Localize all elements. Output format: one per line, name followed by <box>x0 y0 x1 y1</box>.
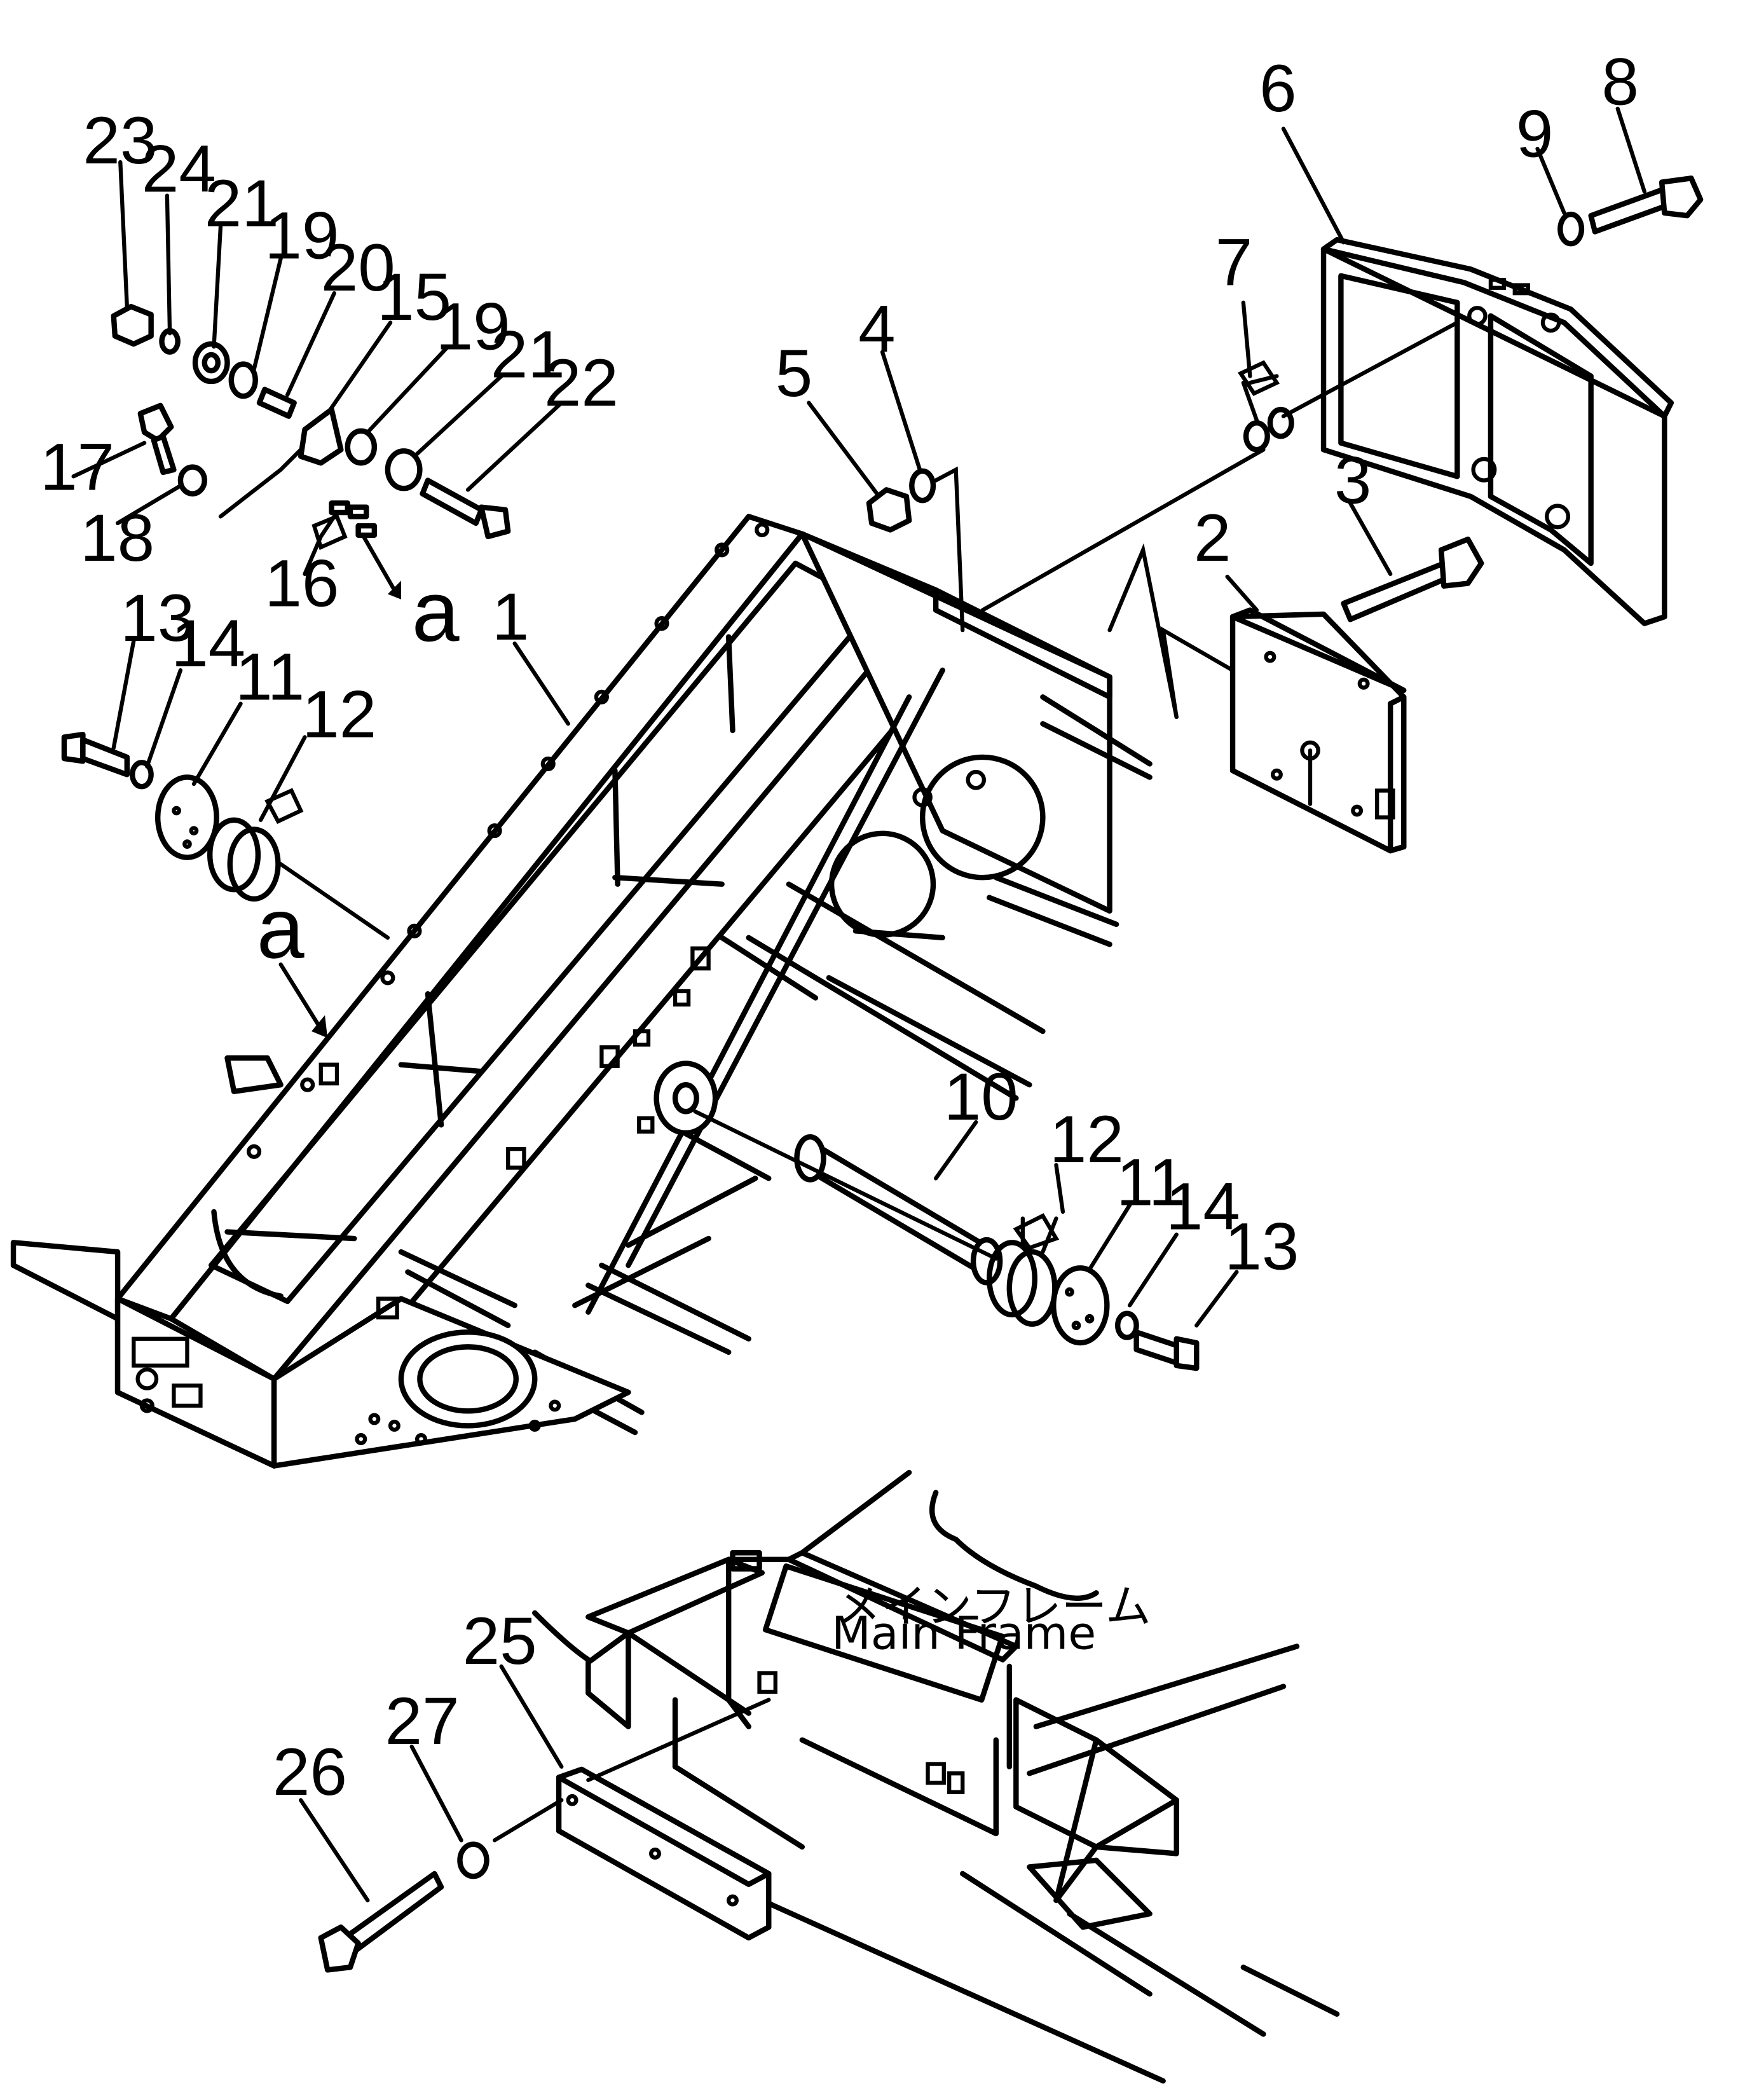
callout-22: 22 <box>544 346 619 420</box>
callout-20: 20 <box>321 231 395 305</box>
pin-part-20 <box>256 387 297 419</box>
washer-part-14-left <box>129 760 154 790</box>
detail-ref-a-frame: a <box>257 880 304 976</box>
shim-bracket-12-left <box>264 788 304 825</box>
shim-bracket-7 <box>1238 360 1280 396</box>
bolt-part-13-left <box>61 731 130 778</box>
plate-part-11-left <box>154 774 219 860</box>
callout-26: 26 <box>273 1735 347 1809</box>
callout-25: 25 <box>463 1604 537 1678</box>
bracket-part-15 <box>298 406 344 466</box>
bolt-part-8 <box>1588 175 1704 235</box>
callout-10: 10 <box>944 1060 1018 1134</box>
callout-labels: 1 2 3 4 5 6 7 8 9 10 11 11 12 12 13 13 1… <box>40 45 1639 1809</box>
bolt-part-26 <box>318 1870 444 1973</box>
washer-part-4 <box>909 468 936 504</box>
counterweight-part-6 <box>1320 237 1674 626</box>
callout-16: 16 <box>264 546 339 621</box>
leader-lines <box>71 106 1646 1903</box>
callout-27: 27 <box>385 1684 460 1759</box>
callout-1: 1 <box>492 580 529 654</box>
bushing-part-21-left <box>192 341 230 385</box>
callout-7: 7 <box>1215 226 1252 300</box>
callout-6: 6 <box>1259 51 1296 126</box>
callout-9: 9 <box>1516 97 1553 172</box>
nut-part-23 <box>111 303 154 347</box>
detail-arrow-a-top <box>361 534 401 600</box>
bolt-part-17 <box>137 402 177 476</box>
plate-part-2 <box>1229 607 1407 854</box>
callout-11-right: 11 <box>1116 1145 1186 1219</box>
callout-19-right: 19 <box>436 289 510 364</box>
plate-part-11-right <box>1051 1265 1110 1346</box>
callout-14-right: 14 <box>1166 1169 1240 1244</box>
callout-17: 17 <box>40 430 114 504</box>
callout-15: 15 <box>377 260 451 334</box>
washer-part-27 <box>457 1841 489 1879</box>
callout-8: 8 <box>1601 45 1638 120</box>
shim-part-12-left <box>207 817 281 902</box>
washer-part-9 <box>1557 211 1585 247</box>
callout-24: 24 <box>142 132 216 206</box>
washers-part-7 <box>1243 406 1294 453</box>
callout-23: 23 <box>83 104 157 178</box>
callout-3: 3 <box>1334 443 1371 518</box>
clip-part-16 <box>329 500 378 539</box>
bushing-part-21-right <box>385 448 423 491</box>
washer-part-14-right <box>1114 1310 1139 1340</box>
callout-19-left: 19 <box>264 198 339 273</box>
bolt-part-3 <box>1341 536 1484 622</box>
callout-2: 2 <box>1194 501 1231 575</box>
callout-4: 4 <box>858 292 895 367</box>
callout-18: 18 <box>80 501 154 575</box>
callout-13-right: 13 <box>1224 1209 1299 1284</box>
callout-12-left: 12 <box>302 677 376 751</box>
callout-5: 5 <box>776 336 812 411</box>
callout-21-left: 21 <box>205 167 279 241</box>
collar-part-19-left <box>228 361 258 399</box>
main-frame-part-1 <box>10 514 1153 1469</box>
shim-bracket-16 <box>311 514 348 551</box>
callout-14-left: 14 <box>171 607 245 681</box>
callout-21-right: 21 <box>491 318 565 392</box>
frame-label-jp: メインフレーム <box>835 1581 1151 1633</box>
bolt-part-13-right <box>1133 1329 1200 1371</box>
bolt-part-22 <box>420 477 511 540</box>
detail-arrow-a-frame <box>278 962 328 1038</box>
nut-part-5 <box>866 487 912 533</box>
callout-11-left: 11 <box>235 640 304 714</box>
collar-part-19-right <box>345 428 378 466</box>
main-frame-bottom-view <box>532 1469 1340 2084</box>
plate-part-25 <box>556 1766 772 1941</box>
shim-bracket-12-right <box>1013 1213 1060 1251</box>
detail-ref-a-top: a <box>412 563 460 659</box>
callout-13-left: 13 <box>120 581 195 655</box>
washer-part-18 <box>177 464 207 497</box>
callout-12-right: 12 <box>1050 1102 1124 1177</box>
frame-label-en: Main Frame <box>831 1607 1096 1660</box>
